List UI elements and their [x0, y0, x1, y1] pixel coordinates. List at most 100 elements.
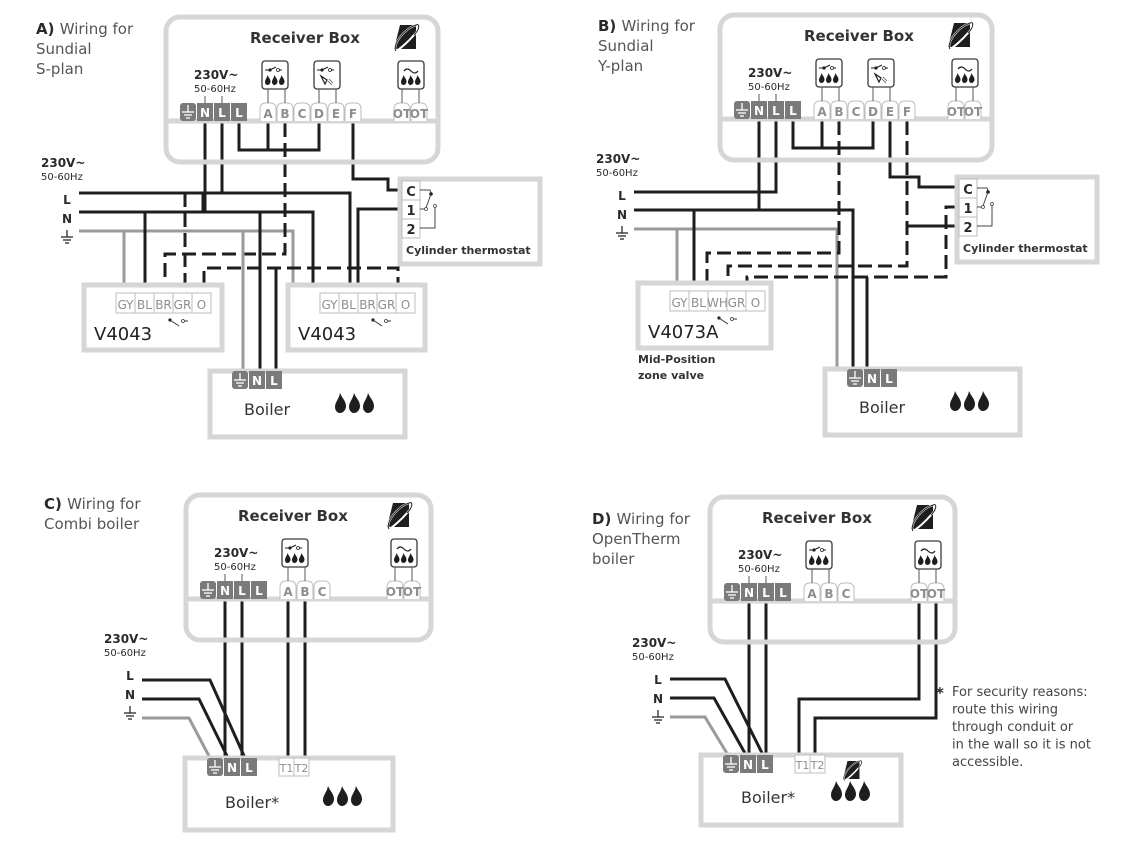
relay-terminal-label: C [298, 107, 307, 121]
neutral-wire [79, 210, 315, 285]
flame-icon [809, 555, 829, 565]
ground-icon [209, 760, 221, 774]
device-terminal-label: BL [137, 298, 152, 312]
supply-voltage-label: 230V~ [194, 68, 238, 82]
wave-icon [396, 546, 412, 552]
thermostat-switch-icon [433, 204, 437, 208]
power-terminal-label: L [779, 586, 787, 600]
shower-spray-icon [327, 78, 334, 86]
device-terminal-label: O [401, 298, 410, 312]
power-terminal [775, 583, 791, 601]
power-terminal-label: L [238, 584, 246, 598]
receiver-logo-icon [947, 21, 974, 50]
power-terminal [234, 581, 250, 599]
power-terminal-label: N [220, 584, 230, 598]
neutral-wire [670, 696, 748, 756]
relay-terminal-label: F [903, 105, 911, 119]
power-terminal [757, 755, 773, 773]
receiver-box-frame [717, 12, 995, 163]
receiver-logo-icon [947, 21, 974, 50]
relay-terminal-label: OT [947, 105, 966, 119]
ground-icon [202, 583, 214, 597]
power-terminal [864, 369, 880, 387]
power-terminal [881, 369, 897, 387]
ground-icon [725, 757, 737, 771]
flame-icon [845, 781, 856, 801]
panel-title: C) Wiring for [44, 495, 141, 513]
relay-e-wire [888, 101, 958, 189]
panel-title-line: Sundial [36, 40, 92, 58]
power-terminal-label: L [789, 104, 797, 118]
mains-frequency-label: 50-60Hz [41, 172, 83, 183]
relay-f-wire [726, 101, 909, 283]
icon-box [867, 58, 895, 88]
power-terminal [768, 101, 784, 119]
device-terminal [293, 757, 310, 777]
shower-icon [319, 74, 328, 86]
boiler-label: Boiler* [741, 788, 795, 807]
thermostat-1-wire [356, 207, 402, 285]
power-terminal [758, 583, 774, 601]
power-terminal [785, 101, 801, 119]
live-wire [79, 191, 352, 285]
relay-terminal-label: E [886, 105, 894, 119]
panel-title-line: boiler [592, 550, 635, 568]
mains-frequency-label: 50-60Hz [632, 652, 674, 663]
valve-frame [285, 282, 428, 353]
power-terminal [741, 583, 757, 601]
ground-icon [124, 706, 136, 720]
valve-actuator-icon [384, 319, 388, 323]
boiler-frame [822, 366, 1023, 438]
power-terminal-label: N [744, 586, 754, 600]
mains-frequency-label: 50-60Hz [104, 648, 146, 659]
relay-terminal-label: A [817, 105, 827, 119]
power-terminal-label: L [761, 758, 769, 772]
relay-terminal-label: D [868, 105, 878, 119]
relay-terminal-label: B [280, 107, 289, 121]
thermostat-switch-icon [977, 205, 993, 227]
wave-icon [920, 548, 936, 554]
thermostat-switch-icon [424, 207, 428, 211]
device-terminal-label: GY [321, 298, 338, 312]
valve-caption-line: Mid-Position [638, 353, 716, 366]
note-line: For security reasons: [952, 685, 1088, 700]
power-terminal-label: L [772, 104, 780, 118]
shower-icon [873, 72, 882, 84]
mains-neutral-label: N [653, 692, 663, 706]
device-terminal-label: GR [174, 298, 192, 312]
mains-live-label: L [63, 193, 71, 207]
relay-heating-icon [815, 58, 843, 88]
opentherm-heating-icon [397, 60, 425, 90]
power-terminal-label: N [200, 106, 210, 120]
supply-frequency-label: 50-60Hz [748, 82, 790, 93]
security-note: *For security reasons:route this wiringt… [936, 684, 1091, 770]
flame-icon [351, 786, 362, 806]
relay-terminal-label: C [318, 585, 327, 599]
flame-icon [335, 393, 346, 413]
relay-terminal-label: OT [410, 107, 429, 121]
thermostat-frame [397, 176, 543, 267]
mains-live-label: L [654, 673, 662, 687]
power-terminal [231, 103, 247, 121]
power-terminal-label: N [227, 761, 237, 775]
earth-wire [670, 715, 730, 756]
receiver-logo-icon [910, 503, 937, 532]
power-terminal-label: L [235, 106, 243, 120]
mains-neutral-label: N [125, 688, 135, 702]
device-terminal-label: T2 [294, 762, 309, 775]
panel-title-line: Sundial [598, 37, 654, 55]
wires-panel-c [142, 581, 307, 759]
